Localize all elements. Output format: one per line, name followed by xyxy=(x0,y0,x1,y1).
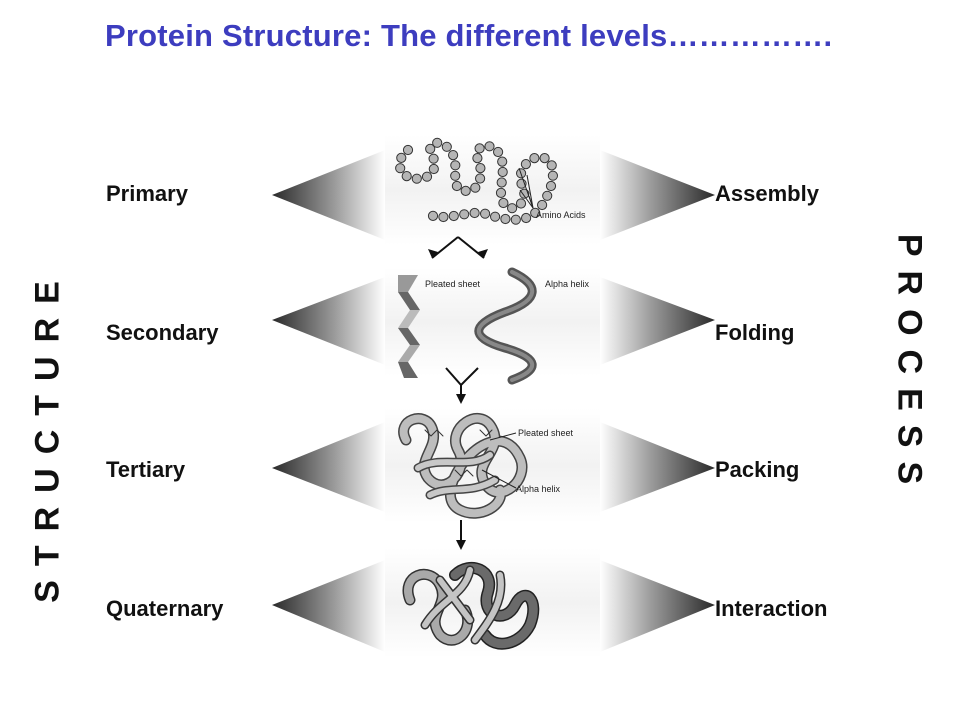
amino-acid-bead xyxy=(496,177,507,188)
amino-acid-bead xyxy=(498,197,509,209)
amino-acid-bead xyxy=(396,152,407,163)
amino-acid-bead xyxy=(448,210,459,222)
amino-acid-bead xyxy=(510,214,521,225)
amino-acids-label: Amino Acids xyxy=(536,210,586,220)
process-vertical-label: PROCESS xyxy=(890,233,929,499)
amino-acid-bead xyxy=(448,150,459,161)
level-secondary-label: Secondary xyxy=(106,320,219,345)
amino-acid-bead xyxy=(495,187,507,198)
amino-acid-bead xyxy=(497,166,508,178)
process-packing-label: Packing xyxy=(715,457,800,482)
right-arrow-tertiary xyxy=(600,422,715,512)
amino-acid-bead xyxy=(475,173,486,184)
amino-acid-bead xyxy=(546,160,557,171)
structure-vertical-label: STRUCTURE xyxy=(28,267,67,603)
right-arrow-quaternary xyxy=(600,560,715,652)
amino-acid-bead xyxy=(401,171,412,182)
amino-acid-bead xyxy=(529,153,540,164)
amino-acid-bead xyxy=(520,159,532,170)
amino-acid-bead xyxy=(506,203,518,214)
amino-acid-bead xyxy=(441,141,452,152)
tertiary-structure-image xyxy=(398,413,528,519)
amino-acid-bead xyxy=(428,153,439,164)
amino-acid-bead xyxy=(480,208,491,219)
amino-acid-bead xyxy=(451,180,462,192)
level-quaternary-label: Quaternary xyxy=(106,596,224,621)
amino-acid-bead xyxy=(493,146,504,158)
alpha-helix-label: Alpha helix xyxy=(545,279,590,289)
amino-acid-bead xyxy=(472,153,483,164)
amino-acid-bead xyxy=(545,180,557,192)
amino-acid-bead xyxy=(521,212,532,224)
amino-acid-bead xyxy=(539,153,550,164)
amino-acid-bead xyxy=(500,213,511,225)
amino-acid-bead xyxy=(421,171,433,182)
amino-acid-bead xyxy=(411,173,422,184)
left-arrow-tertiary xyxy=(272,422,385,512)
down-arrow xyxy=(456,520,466,550)
amino-acid-bead xyxy=(395,163,406,174)
quaternary-structure-image xyxy=(402,561,540,650)
amino-acid-bead xyxy=(450,160,461,171)
amino-acid-bead xyxy=(497,156,508,167)
amino-acid-bead xyxy=(542,190,553,201)
amino-acid-bead xyxy=(490,211,501,222)
left-arrow-secondary xyxy=(272,277,385,365)
amino-acid-bead xyxy=(474,143,485,154)
amino-acid-bead xyxy=(460,185,471,196)
amino-acid-bead xyxy=(515,198,527,209)
amino-acid-bead xyxy=(432,137,443,148)
amino-acid-bead xyxy=(484,141,495,152)
amino-acid-bead xyxy=(438,211,449,223)
process-folding-label: Folding xyxy=(715,320,795,345)
right-arrows xyxy=(600,150,715,652)
tertiary-pointers xyxy=(481,432,517,489)
amino-acid-bead xyxy=(459,209,470,220)
right-arrow-primary xyxy=(600,150,715,240)
process-interaction-label: Interaction xyxy=(715,596,828,621)
alpha-helix-label-2: Alpha helix xyxy=(516,484,561,494)
left-arrow-quaternary xyxy=(272,560,385,652)
amino-acid-bead xyxy=(530,207,541,218)
pleated-sheet-label-2: Pleated sheet xyxy=(518,428,574,438)
pleated-sheet-label: Pleated sheet xyxy=(425,279,481,289)
amino-acid-bead xyxy=(519,188,530,199)
amino-acid-bead xyxy=(547,170,559,181)
amino-acid-bead xyxy=(475,163,486,174)
left-arrows xyxy=(272,150,385,652)
level-tertiary-label: Tertiary xyxy=(106,457,186,482)
process-assembly-label: Assembly xyxy=(715,181,819,206)
left-arrow-primary xyxy=(272,150,385,240)
pleated-sheet-image xyxy=(398,275,420,378)
amino-acid-bead xyxy=(425,143,436,154)
page-title: Protein Structure: The different levels…… xyxy=(105,18,833,53)
amino-acid-pointers xyxy=(518,167,534,209)
amino-acid-bead xyxy=(450,170,461,181)
right-arrow-secondary xyxy=(600,277,715,365)
amino-acid-bead xyxy=(428,163,439,175)
level-primary-label: Primary xyxy=(106,181,188,206)
amino-acid-bead xyxy=(402,144,414,156)
amino-acid-bead xyxy=(427,210,439,221)
amino-acid-bead xyxy=(537,199,548,211)
amino-acid-bead xyxy=(469,207,480,219)
fork-arrow-1 xyxy=(431,236,485,259)
amino-acid-bead xyxy=(470,182,481,193)
